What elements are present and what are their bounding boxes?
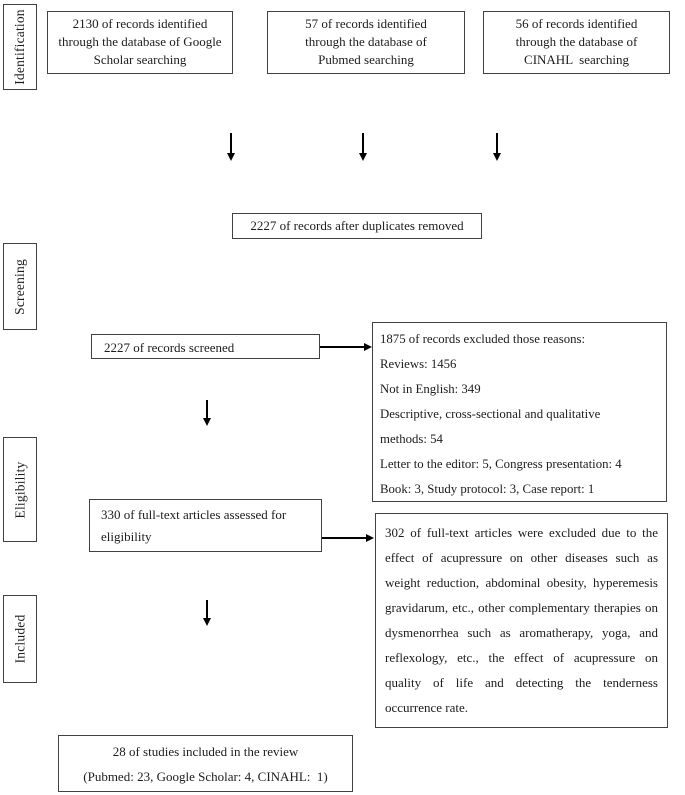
arrow-down-screening-icon xyxy=(206,400,208,418)
arrow-right-records-excluded-icon xyxy=(320,346,364,348)
stage-label-included: Included xyxy=(3,595,37,683)
box-records-excluded: 1875 of records excluded those reasons: … xyxy=(372,322,667,502)
stage-label-screening-text: Screening xyxy=(12,258,27,315)
box-duplicates-removed: 2227 of records after duplicates removed xyxy=(232,213,482,239)
stage-label-eligibility-text: Eligibility xyxy=(12,461,28,518)
box-pubmed-records: 57 of records identified through the dat… xyxy=(267,11,465,74)
arrow-down-eligibility-icon xyxy=(206,600,208,618)
box-fulltext-assessed: 330 of full-text articles assessed for e… xyxy=(89,499,322,552)
stage-label-eligibility: Eligibility xyxy=(3,437,37,542)
arrow-down-pubmed-icon xyxy=(362,133,364,153)
box-studies-included: 28 of studies included in the review (Pu… xyxy=(58,735,353,792)
arrow-down-cinahl-icon xyxy=(496,133,498,153)
stage-label-included-text: Included xyxy=(12,614,27,664)
box-fulltext-excluded: 302 of full-text articles were excluded … xyxy=(375,513,668,728)
box-google-scholar-records: 2130 of records identified through the d… xyxy=(47,11,233,74)
arrow-right-fulltext-excluded-icon xyxy=(322,537,366,539)
box-records-screened: 2227 of records screened xyxy=(91,334,320,359)
arrow-down-google-icon xyxy=(230,133,232,153)
stage-label-identification: Identification xyxy=(3,4,37,90)
stage-label-screening: Screening xyxy=(3,243,37,330)
box-cinahl-records: 56 of records identified through the dat… xyxy=(483,11,670,74)
stage-label-identification-text: Identification xyxy=(12,9,27,85)
